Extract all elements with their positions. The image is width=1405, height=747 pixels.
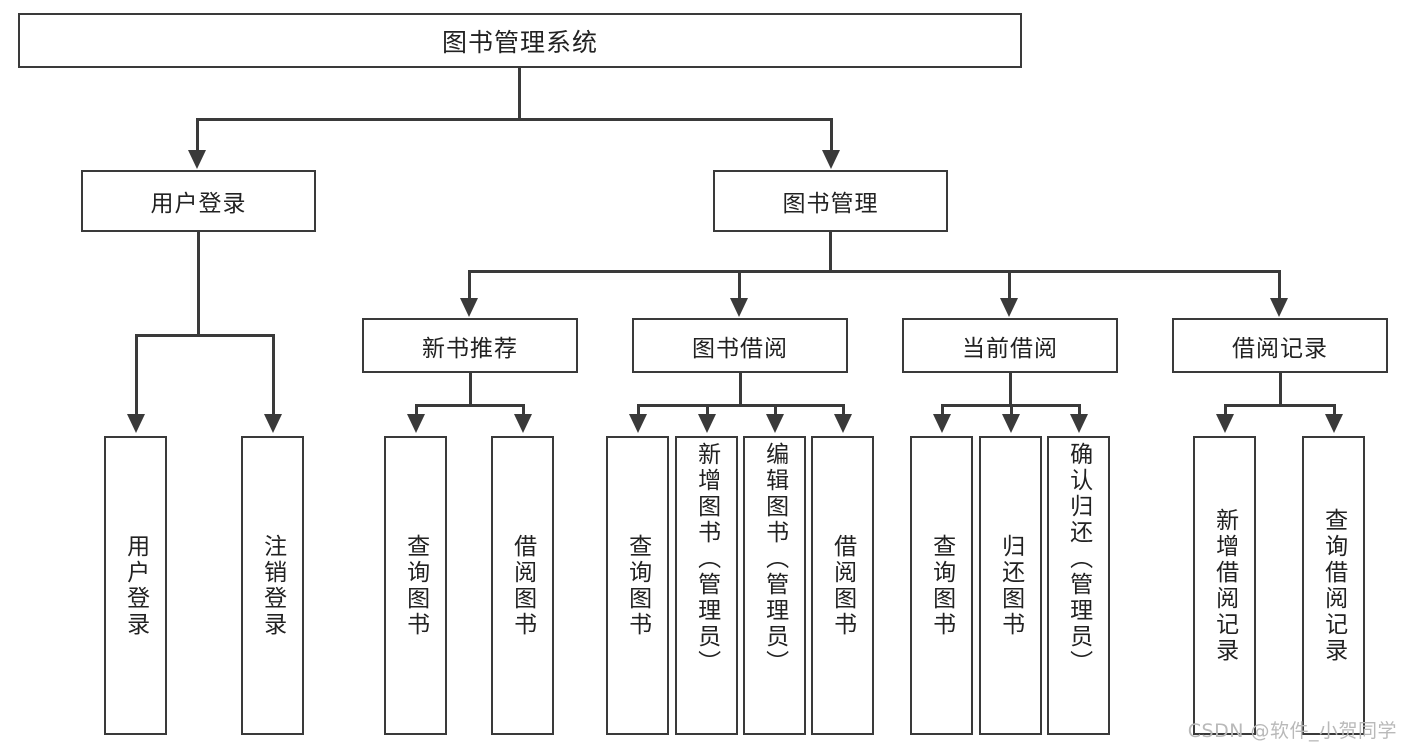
node-label: 归还图书	[997, 533, 1024, 638]
arrowhead-down-icon	[1000, 298, 1018, 317]
leaf-borrow-query-book[interactable]: 查询图书	[606, 436, 669, 735]
connector-recommend-drop-2	[522, 404, 525, 418]
arrowhead-down-icon	[1270, 298, 1288, 317]
node-root-system[interactable]: 图书管理系统	[18, 13, 1022, 68]
arrowhead-down-icon	[1070, 414, 1088, 433]
leaf-current-query-book[interactable]: 查询图书	[910, 436, 973, 735]
arrowhead-down-icon	[629, 414, 647, 433]
node-label: 新书推荐	[422, 335, 518, 362]
connector-root-drop-left	[196, 118, 199, 153]
node-new-book-recommend[interactable]: 新书推荐	[362, 318, 578, 373]
connector-recommend-drop-1	[415, 404, 418, 418]
connector-records-drop-2	[1333, 404, 1336, 418]
arrowhead-down-icon	[766, 414, 784, 433]
leaf-recommend-query-book[interactable]: 查询图书	[384, 436, 447, 735]
arrowhead-down-icon	[730, 298, 748, 317]
leaf-current-return-book[interactable]: 归还图书	[979, 436, 1042, 735]
arrowhead-down-icon	[822, 150, 840, 169]
connector-recommend-stem	[469, 373, 472, 406]
leaf-user-logout[interactable]: 注销登录	[241, 436, 304, 735]
node-user-login[interactable]: 用户登录	[81, 170, 316, 232]
connector-root-bus	[196, 118, 833, 121]
connector-current-stem	[1009, 373, 1012, 406]
node-label: 查询图书	[624, 533, 651, 638]
node-label: 借阅图书	[509, 533, 536, 638]
node-label: 借阅记录	[1232, 335, 1328, 362]
node-label: 新增借阅记录	[1211, 507, 1238, 664]
connector-user-login-bus	[135, 334, 275, 337]
connector-user-login-stem	[197, 232, 200, 336]
connector-book-mgmt-drop-3	[1008, 270, 1011, 302]
csdn-watermark: CSDN @软件_小贺同学	[1187, 720, 1397, 742]
node-label: 查询图书	[928, 533, 955, 638]
connector-book-mgmt-drop-2	[738, 270, 741, 302]
node-label: 借阅图书	[829, 533, 856, 638]
node-label: 图书管理	[782, 191, 879, 217]
arrowhead-down-icon	[460, 298, 478, 317]
connector-borrow-bus	[637, 404, 845, 407]
connector-book-mgmt-drop-1	[468, 270, 471, 302]
connector-user-login-drop-2	[272, 334, 275, 418]
arrowhead-down-icon	[933, 414, 951, 433]
connector-root-stem	[518, 68, 521, 120]
connector-current-drop-3	[1078, 404, 1081, 418]
connector-current-drop-1	[941, 404, 944, 418]
node-borrow-records[interactable]: 借阅记录	[1172, 318, 1388, 373]
node-label: 用户登录	[122, 533, 149, 638]
node-current-borrow[interactable]: 当前借阅	[902, 318, 1118, 373]
connector-current-drop-2	[1010, 404, 1013, 418]
connector-records-drop-1	[1224, 404, 1227, 418]
leaf-current-confirm-return-admin[interactable]: 确认归还（管理员）	[1047, 436, 1110, 735]
arrowhead-down-icon	[1002, 414, 1020, 433]
node-label: 查询借阅记录	[1320, 507, 1347, 664]
node-label: 图书借阅	[692, 335, 788, 362]
leaf-user-login[interactable]: 用户登录	[104, 436, 167, 735]
arrowhead-down-icon	[407, 414, 425, 433]
arrowhead-down-icon	[698, 414, 716, 433]
leaf-records-add-record[interactable]: 新增借阅记录	[1193, 436, 1256, 735]
leaf-recommend-borrow-book[interactable]: 借阅图书	[491, 436, 554, 735]
connector-borrow-drop-2	[706, 404, 709, 418]
arrowhead-down-icon	[1216, 414, 1234, 433]
connector-borrow-drop-1	[637, 404, 640, 418]
leaf-borrow-borrow-book[interactable]: 借阅图书	[811, 436, 874, 735]
arrowhead-down-icon	[834, 414, 852, 433]
connector-root-drop-right	[830, 118, 833, 153]
connector-recommend-bus	[415, 404, 525, 407]
node-label: 确认归还（管理员）	[1065, 442, 1092, 676]
connector-user-login-drop-1	[135, 334, 138, 418]
connector-borrow-drop-4	[842, 404, 845, 418]
arrowhead-down-icon	[127, 414, 145, 433]
node-label: 用户登录	[150, 191, 247, 217]
connector-book-mgmt-drop-4	[1278, 270, 1281, 302]
node-label: 查询图书	[402, 533, 429, 638]
connector-book-mgmt-bus	[468, 270, 1278, 273]
node-label: 新增图书（管理员）	[693, 442, 720, 676]
node-label: 当前借阅	[962, 335, 1058, 362]
connector-records-stem	[1279, 373, 1282, 406]
node-book-management[interactable]: 图书管理	[713, 170, 948, 232]
arrowhead-down-icon	[1325, 414, 1343, 433]
leaf-borrow-edit-book-admin[interactable]: 编辑图书（管理员）	[743, 436, 806, 735]
leaf-records-query-record[interactable]: 查询借阅记录	[1302, 436, 1365, 735]
node-label: 图书管理系统	[441, 27, 598, 57]
node-label: 编辑图书（管理员）	[761, 442, 788, 676]
node-book-borrow[interactable]: 图书借阅	[632, 318, 848, 373]
leaf-borrow-add-book-admin[interactable]: 新增图书（管理员）	[675, 436, 738, 735]
connector-book-mgmt-stem	[829, 232, 832, 272]
arrowhead-down-icon	[514, 414, 532, 433]
connector-borrow-stem	[739, 373, 742, 406]
connector-borrow-drop-3	[774, 404, 777, 418]
node-label: 注销登录	[259, 533, 286, 638]
arrowhead-down-icon	[264, 414, 282, 433]
arrowhead-down-icon	[188, 150, 206, 169]
connector-records-bus	[1224, 404, 1336, 407]
